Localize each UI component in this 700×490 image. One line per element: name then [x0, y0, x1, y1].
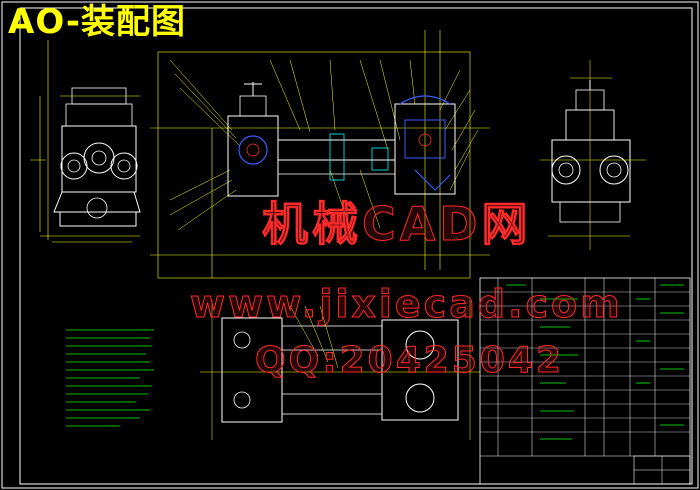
left-side-view: [30, 40, 141, 243]
bottom-top-view: [200, 300, 480, 440]
watermark-qq: QQ:20425042: [255, 340, 564, 382]
watermark-site-name: 机械CAD网: [262, 197, 532, 252]
technical-notes: [66, 329, 154, 427]
watermark-url: www.jixiecad.com: [190, 282, 623, 327]
drawing-title: AO-装配图: [8, 2, 186, 42]
parts-list-table: [479, 277, 691, 485]
main-front-view: [150, 30, 490, 279]
right-side-view: [540, 60, 646, 250]
drawing-frame-inner: [19, 7, 693, 485]
